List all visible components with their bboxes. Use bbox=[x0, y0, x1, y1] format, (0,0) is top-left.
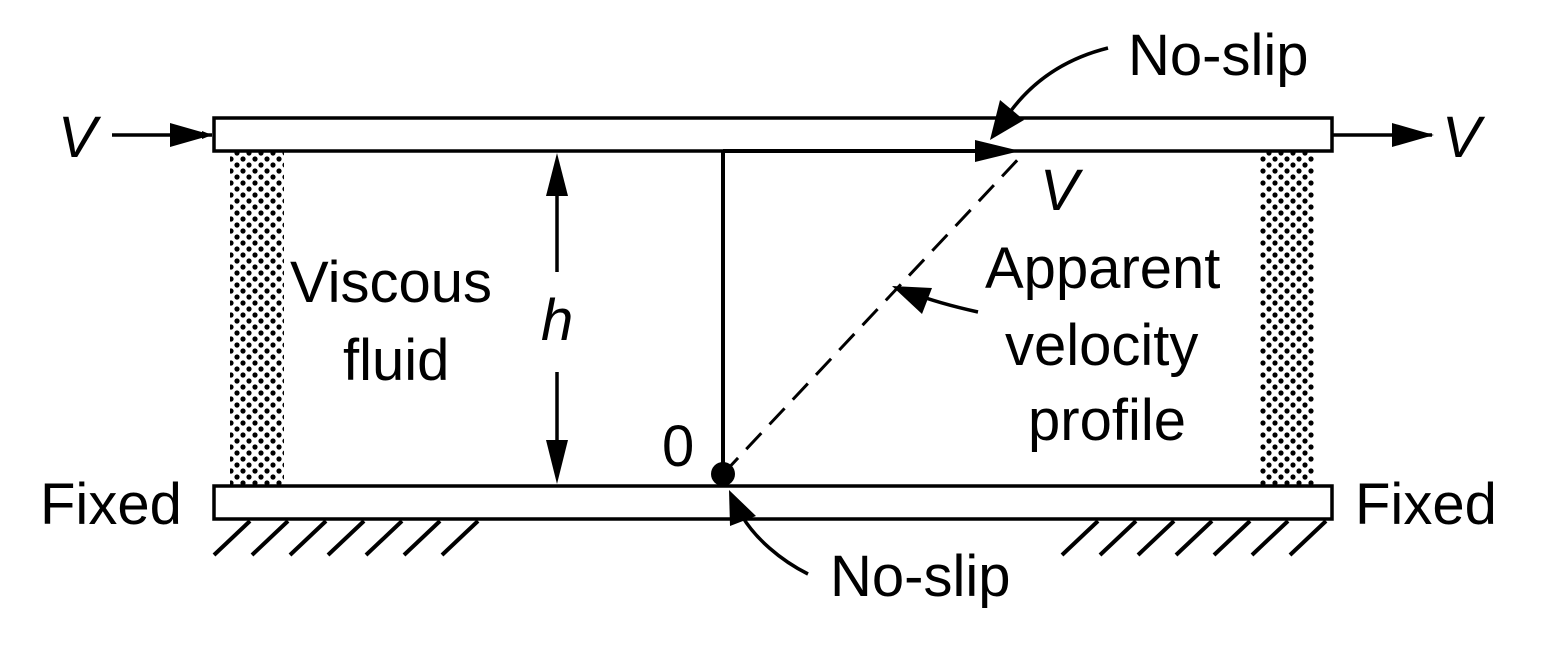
apparent-profile-label-line2: velocity bbox=[1005, 313, 1198, 378]
velocity-in-arrowhead bbox=[170, 123, 212, 147]
apparent-profile-dashed-line bbox=[721, 151, 1026, 476]
fixed-label-left: Fixed bbox=[40, 472, 182, 537]
top-velocity-arrowhead bbox=[975, 140, 1020, 162]
no-slip-top-arrowhead bbox=[990, 100, 1024, 140]
ground-hatch-right bbox=[1060, 519, 1328, 557]
fixed-label-right: Fixed bbox=[1355, 472, 1497, 537]
apparent-profile-arrowhead bbox=[892, 286, 932, 314]
no-slip-bottom-label: No-slip bbox=[830, 544, 1011, 609]
zero-point-label: 0 bbox=[662, 414, 694, 479]
no-slip-bottom-arrowhead bbox=[729, 490, 756, 526]
ground-hatch-left bbox=[212, 519, 480, 557]
viscous-fluid-label-line2: fluid bbox=[343, 328, 449, 393]
no-slip-top-label: No-slip bbox=[1128, 23, 1309, 88]
fluid-boundary-left bbox=[230, 152, 284, 486]
velocity-in-label: V bbox=[58, 105, 102, 170]
fluid-boundary-right bbox=[1260, 152, 1314, 486]
no-slip-bottom-pointer bbox=[740, 515, 809, 576]
velocity-out-arrowhead bbox=[1392, 123, 1434, 147]
velocity-top-label: V bbox=[1040, 158, 1084, 223]
velocity-out-label: V bbox=[1442, 105, 1486, 170]
moving-upper-plate bbox=[212, 116, 1334, 153]
apparent-profile-label-line3: profile bbox=[1028, 388, 1186, 453]
gap-height-label: h bbox=[541, 288, 573, 353]
gap-height-arrowhead-down bbox=[546, 440, 568, 484]
fixed-lower-plate bbox=[212, 484, 1334, 521]
no-slip-top-pointer bbox=[1008, 46, 1109, 114]
gap-height-arrowhead-up bbox=[546, 153, 568, 196]
apparent-profile-label-line1: Apparent bbox=[985, 236, 1220, 301]
origin-dot bbox=[711, 462, 735, 486]
viscous-fluid-label-line1: Viscous bbox=[290, 250, 492, 315]
